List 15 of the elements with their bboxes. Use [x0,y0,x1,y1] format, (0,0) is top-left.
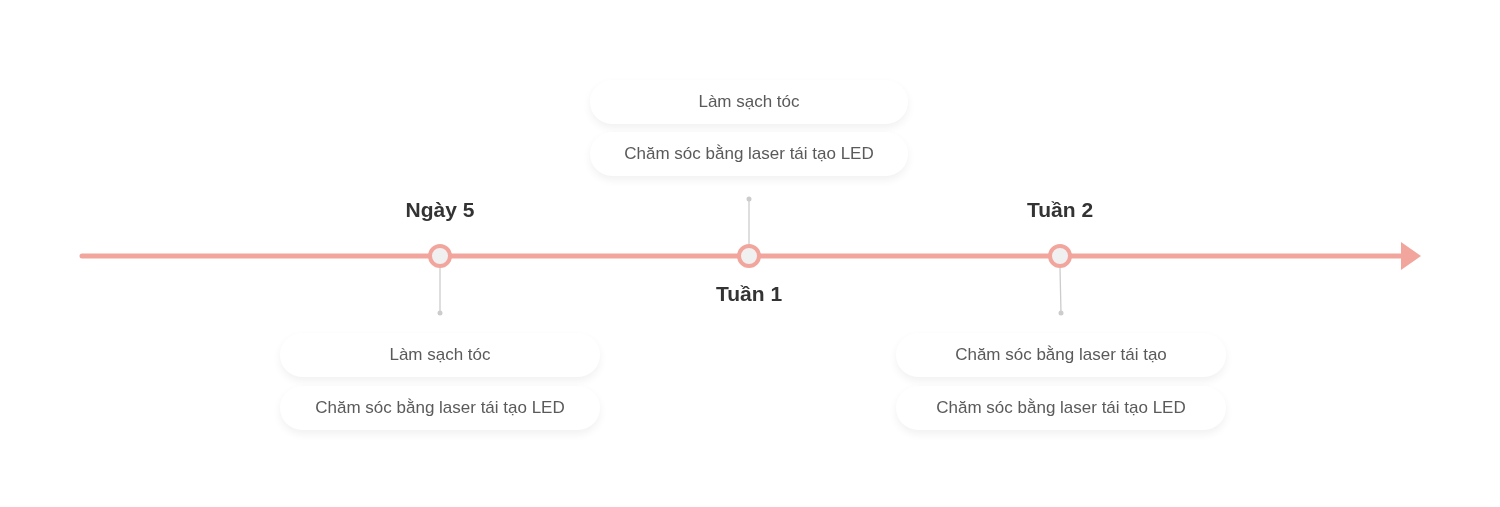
milestone-label: Tuần 1 [715,282,783,306]
activity-card: Làm sạch tóc [280,333,600,377]
leader-line [437,267,443,316]
milestone-label: Ngày 5 [405,198,475,222]
milestone-label: Tuần 2 [1026,198,1094,222]
leader-line [746,196,752,245]
activity-card: Làm sạch tóc [590,80,908,124]
activity-card: Chăm sóc bằng laser tái tạo LED [896,386,1226,430]
activity-card: Chăm sóc bằng laser tái tạo LED [590,132,908,176]
activity-card: Chăm sóc bằng laser tái tạo [896,333,1226,377]
milestone-circle [1048,244,1072,268]
milestone-circle [428,244,452,268]
milestone-circle [737,244,761,268]
activity-card: Chăm sóc bằng laser tái tạo LED [280,386,600,430]
leader-line [1058,267,1064,316]
